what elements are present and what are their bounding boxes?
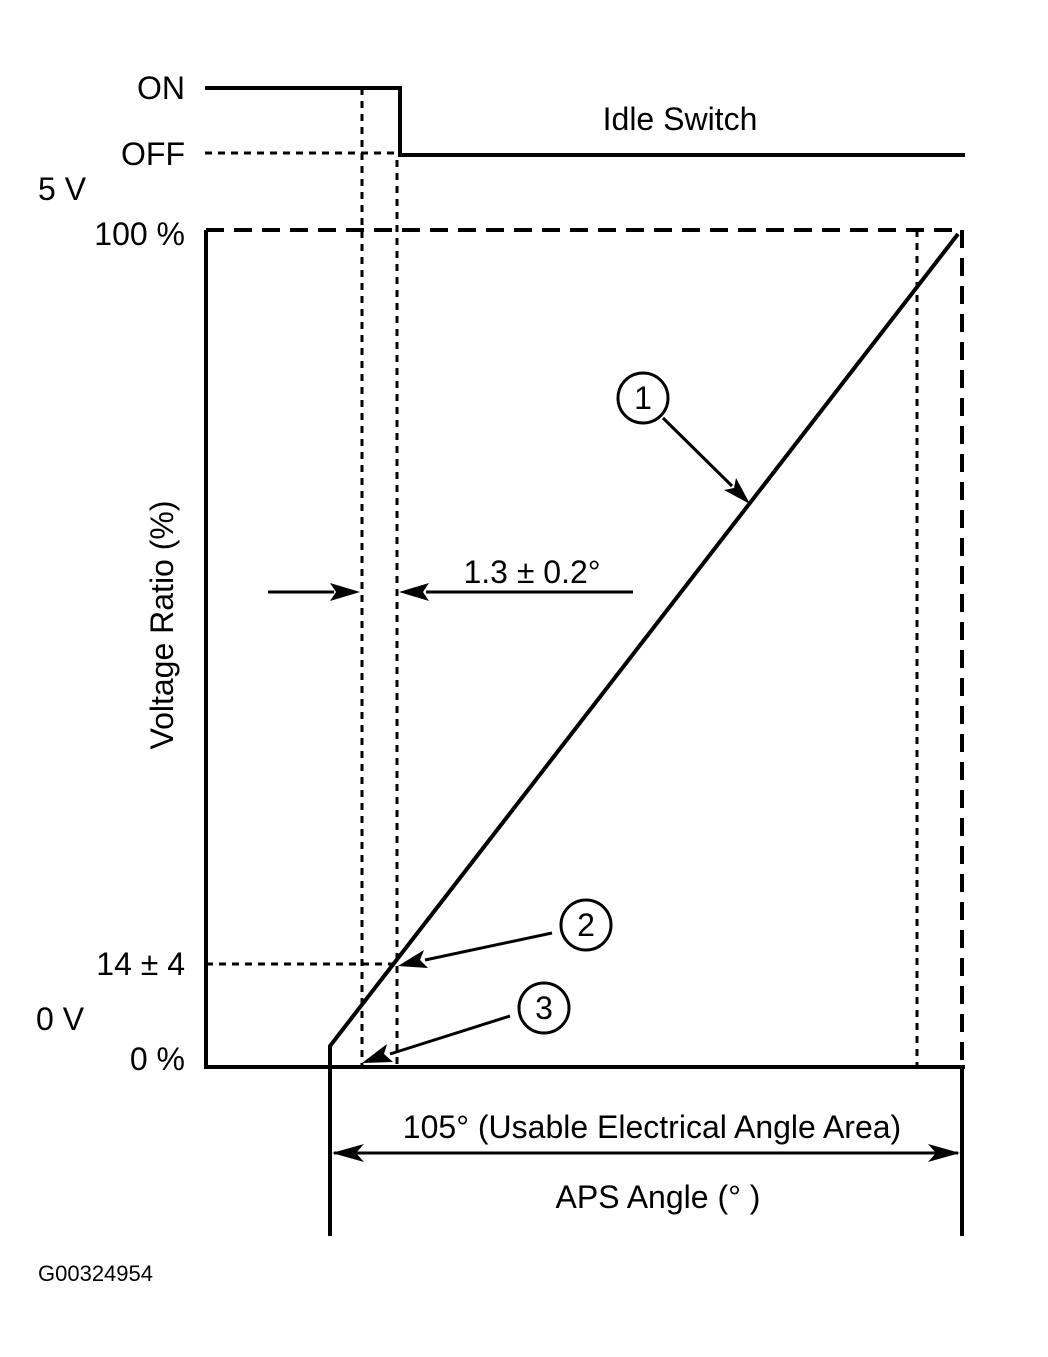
pct-14-label: 14 ± 4	[96, 946, 185, 982]
idle-off-label: OFF	[121, 136, 185, 172]
hysteresis-arrows	[268, 583, 633, 601]
callout-2	[398, 898, 613, 968]
callout-3	[362, 981, 571, 1063]
idle-on-label: ON	[137, 70, 185, 106]
usable-range-dimension	[332, 1144, 960, 1162]
figure-id: G00324954	[38, 1261, 153, 1286]
y-axis-title: Voltage Ratio (%)	[144, 500, 180, 749]
angle-extension-lines	[328, 1067, 964, 1236]
callout-3-number: 3	[535, 990, 553, 1026]
usable-range-label: 105° (Usable Electrical Angle Area)	[403, 1109, 901, 1145]
idle-switch-signal	[205, 86, 965, 157]
callout-2-number: 2	[577, 907, 595, 943]
idle-switch-title: Idle Switch	[603, 101, 758, 137]
voltage-5v-label: 5 V	[38, 171, 87, 207]
x-axis-title: APS Angle (° )	[556, 1179, 761, 1215]
hysteresis-label: 1.3 ± 0.2°	[463, 554, 600, 590]
pct-100-label: 100 %	[94, 216, 185, 252]
voltage-0v-label: 0 V	[36, 1001, 85, 1037]
pct-0-label: 0 %	[130, 1041, 185, 1077]
callout-1-number: 1	[634, 380, 652, 416]
output-characteristic-line	[328, 232, 960, 1067]
callout-1	[616, 371, 750, 504]
guide-lines	[206, 88, 919, 1067]
